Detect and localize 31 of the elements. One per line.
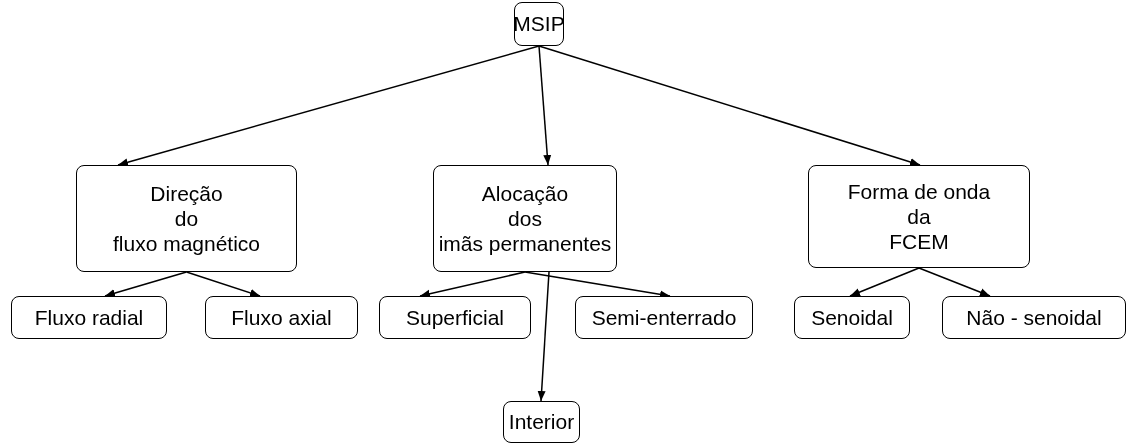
arrow [538, 45, 552, 166]
rounded-box [503, 401, 580, 443]
arrow [185, 271, 261, 297]
node-label: Alocação dos imãs permanentes [438, 180, 612, 257]
rounded-box [575, 296, 753, 339]
arrow [117, 45, 540, 167]
node-label: Senoidal [811, 304, 893, 331]
rounded-box [11, 296, 167, 339]
node-label: Forma de onda da FCEM [847, 178, 991, 255]
rounded-box [808, 165, 1030, 268]
arrow [537, 271, 550, 402]
node-label: Fluxo axial [231, 304, 332, 331]
arrow [419, 271, 526, 298]
node-label: Superficial [405, 304, 505, 331]
rounded-box [942, 296, 1126, 339]
node-label: Fluxo radial [34, 304, 144, 331]
rounded-box [433, 165, 617, 272]
rounded-box [514, 2, 564, 46]
rounded-box [205, 296, 358, 339]
node-label: Não - senoidal [966, 304, 1102, 331]
arrow [849, 267, 920, 297]
rounded-box [794, 296, 910, 339]
node-label: Semi-enterrado [591, 304, 737, 331]
node-label: Direção do fluxo magnético [112, 180, 261, 257]
node-label: Interior [508, 409, 575, 435]
rounded-box [76, 165, 297, 272]
rounded-box [379, 296, 531, 339]
arrow [538, 45, 921, 166]
node-label: MSIP [513, 11, 565, 37]
arrow [104, 271, 188, 297]
arrow [918, 267, 991, 297]
